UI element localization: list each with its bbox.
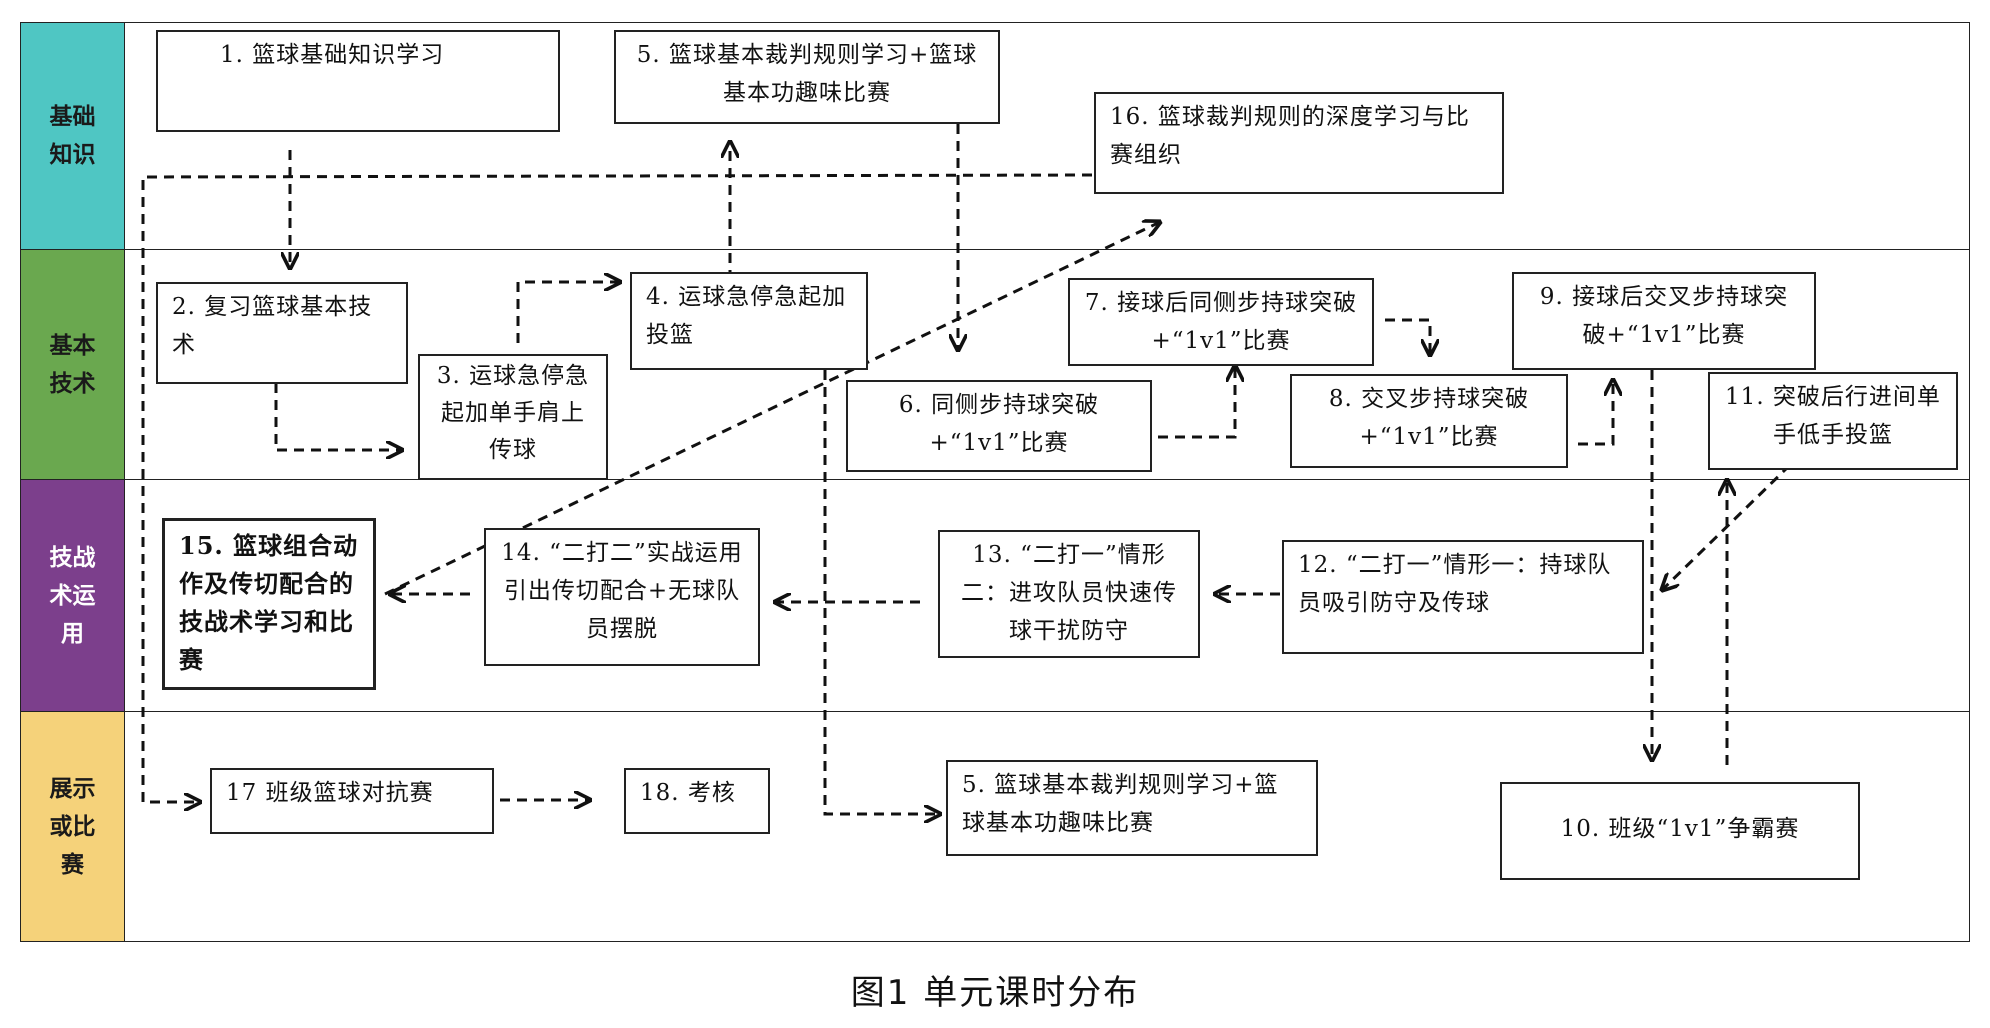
arrow-11-to-12: [1662, 463, 1792, 590]
arrow-8-to-9: [1578, 380, 1613, 446]
box-lesson-1: 1. 篮球基础知识学习: [156, 30, 560, 132]
box-lesson-3: 3. 运球急停急起加单手肩上传球: [418, 354, 608, 480]
box-lesson-11: 11. 突破后行进间单手低手投篮: [1708, 372, 1958, 470]
box-lesson-7: 7. 接球后同侧步持球突破+“1v1”比赛: [1068, 278, 1374, 366]
box-lesson-12: 12. “二打一”情形一：持球队员吸引防守及传球: [1282, 540, 1644, 654]
box-lesson-17: 17 班级篮球对抗赛: [210, 768, 494, 834]
box-lesson-16: 16. 篮球裁判规则的深度学习与比赛组织: [1094, 92, 1504, 194]
box-lesson-6: 6. 同侧步持球突破+“1v1”比赛: [846, 380, 1152, 472]
lane-label-basic-technique: 基本技术: [20, 249, 125, 480]
arrow-3-to-4: [516, 282, 620, 343]
box-lesson-10: 10. 班级“1v1”争霸赛: [1500, 782, 1860, 880]
figure-caption: 图1 单元课时分布: [850, 973, 1140, 1013]
lane-label-tactics: 技战术运用: [20, 479, 125, 712]
box-lesson-8: 8. 交叉步持球突破+“1v1”比赛: [1290, 374, 1568, 468]
lane-label-showcase: 展示或比赛: [20, 711, 125, 942]
box-lesson-5-top: 5. 篮球基本裁判规则学习+篮球基本功趣味比赛: [614, 30, 1000, 124]
box-lesson-15: 15. 篮球组合动作及传切配合的技战术学习和比赛: [162, 518, 376, 690]
arrow-6-to-7: [1158, 366, 1235, 439]
box-lesson-4: 4. 运球急停急起加投篮: [630, 272, 868, 370]
arrow-7-to-8: [1385, 318, 1430, 355]
arrow-2-to-3: [274, 383, 402, 450]
arrow-to-5b: [823, 370, 940, 814]
box-lesson-5-bottom: 5. 篮球基本裁判规则学习+篮球基本功趣味比赛: [946, 760, 1318, 856]
box-lesson-2: 2. 复习篮球基本技术: [156, 282, 408, 384]
box-lesson-13: 13. “二打一”情形二：进攻队员快速传球干扰防守: [938, 530, 1200, 658]
box-lesson-9: 9. 接球后交叉步持球突破+“1v1”比赛: [1512, 272, 1816, 370]
box-lesson-14: 14. “二打二”实战运用引出传切配合+无球队员摆脱: [484, 528, 760, 666]
box-lesson-18: 18. 考核: [624, 768, 770, 834]
lane-label-basic-knowledge: 基础知识: [20, 22, 125, 250]
arrow-16-to-17: [141, 173, 1093, 802]
